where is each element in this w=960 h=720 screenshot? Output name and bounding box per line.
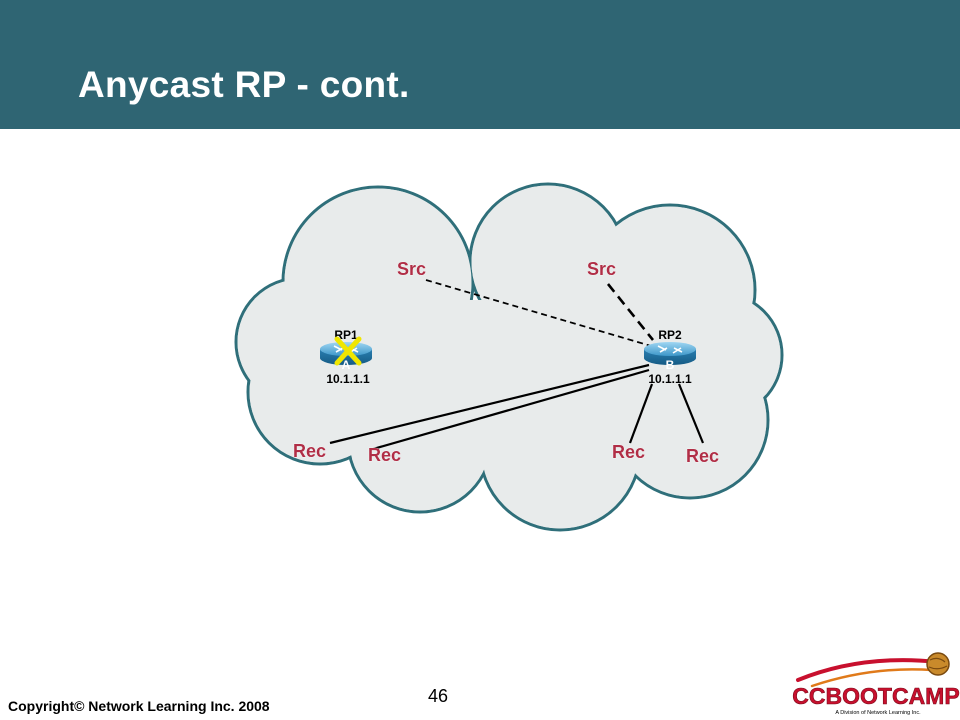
receiver-label: Rec bbox=[612, 442, 645, 462]
router-rp1-address: 10.1.1.1 bbox=[326, 372, 370, 386]
dashed-link-src1 bbox=[425, 279, 659, 349]
receiver-label: Rec bbox=[293, 441, 326, 461]
router-rp2-letter: B bbox=[666, 358, 675, 372]
receiver-label: Rec bbox=[368, 445, 401, 465]
failure-x-icon bbox=[334, 336, 362, 366]
router-rp2-name: RP2 bbox=[658, 328, 682, 342]
title-bar: Anycast RP - cont. bbox=[0, 0, 960, 129]
router-rp2-address: 10.1.1.1 bbox=[648, 372, 692, 386]
ccbootcamp-logo: CCBOOTCAMP A Division of Network Learnin… bbox=[792, 652, 960, 716]
router-icon bbox=[644, 342, 696, 365]
logo-wordmark: CCBOOTCAMP bbox=[792, 683, 959, 709]
link-rec2 bbox=[372, 368, 650, 451]
network-cloud bbox=[234, 182, 784, 532]
link-rec1 bbox=[329, 363, 650, 445]
source-label: Src bbox=[397, 259, 426, 279]
router-rp1-letter: A bbox=[342, 358, 351, 372]
receiver-label: Rec bbox=[686, 446, 719, 466]
slide-title: Anycast RP - cont. bbox=[78, 64, 410, 105]
globe-icon bbox=[926, 652, 950, 676]
source-label: Src bbox=[587, 259, 616, 279]
page-number: 46 bbox=[428, 686, 449, 706]
copyright-notice: Copyright© Network Learning Inc. 2008 bbox=[8, 698, 270, 714]
link-rec3 bbox=[628, 383, 654, 444]
router-rp2[interactable]: RP2 B 10.1.1.1 bbox=[644, 328, 696, 386]
logo-tagline: A Division of Network Learning Inc. bbox=[835, 710, 921, 716]
router-rp1-name: RP1 bbox=[334, 328, 358, 342]
router-rp1[interactable]: RP1 A 10.1.1.1 bbox=[320, 328, 372, 386]
dashed-link-src2 bbox=[606, 283, 655, 341]
receiver-links bbox=[329, 363, 705, 451]
link-rec4 bbox=[677, 383, 705, 444]
